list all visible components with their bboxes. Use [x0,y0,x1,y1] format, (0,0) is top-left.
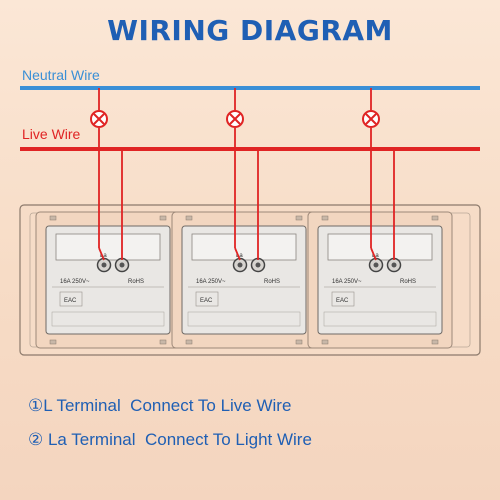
terminal-block [327,233,433,261]
screw-slot [159,215,167,221]
switch-module: La 16A 250V~ RoHS EAC [307,88,453,349]
eac-mark: EAC [336,298,349,304]
lamp-wire-end [98,247,105,261]
screw-slot [49,339,57,345]
screw-slot [321,339,329,345]
terminal-la-screw [373,262,379,268]
switch-module: La 16A 250V~ RoHS EAC [171,88,317,349]
live-wire-label: Live Wire [22,126,81,142]
terminal-label: La [372,253,379,259]
lamp-cross-icon [362,110,380,128]
terminal-l-screw [391,262,397,268]
screw-slot [431,339,439,345]
neutral-wire-label: Neutral Wire [22,67,100,83]
switch-module: La 16A 250V~ RoHS EAC [35,88,181,349]
rohs-text: RoHS [128,279,144,285]
screw-slot [295,339,303,345]
lamp-wire-end [370,247,377,261]
lower-panel [187,311,301,327]
rating-text: 16A 250V~ [196,279,226,285]
screw-slot [185,339,193,345]
screw-slot [159,339,167,345]
lower-panel [51,311,165,327]
eac-box [331,291,355,307]
eac-mark: EAC [200,298,213,304]
terminal-label: La [236,253,243,259]
terminal-la-screw [101,262,107,268]
eac-box [195,291,219,307]
lamp-cross-icon [226,110,244,128]
rating-text: 16A 250V~ [60,279,90,285]
screw-slot [49,215,57,221]
rohs-text: RoHS [264,279,280,285]
lower-panel [323,311,437,327]
terminal-l-screw [255,262,261,268]
screw-slot [295,215,303,221]
eac-box [59,291,83,307]
terminal-la-screw [237,262,243,268]
eac-mark: EAC [64,298,77,304]
lamp-cross-icon [90,110,108,128]
diagram-title: WIRING DIAGRAM [107,14,393,47]
screw-slot [185,215,193,221]
terminal-block [55,233,161,261]
screw-slot [321,215,329,221]
rohs-text: RoHS [400,279,416,285]
lamp-wire-end [234,247,241,261]
rating-text: 16A 250V~ [332,279,362,285]
screw-slot [431,215,439,221]
terminal-label: La [100,253,107,259]
note-l-terminal: ①L Terminal Connect To Live Wire [28,396,292,415]
terminal-l-screw [119,262,125,268]
terminal-block [191,233,297,261]
note-la-terminal: ② La Terminal Connect To Light Wire [28,430,312,449]
